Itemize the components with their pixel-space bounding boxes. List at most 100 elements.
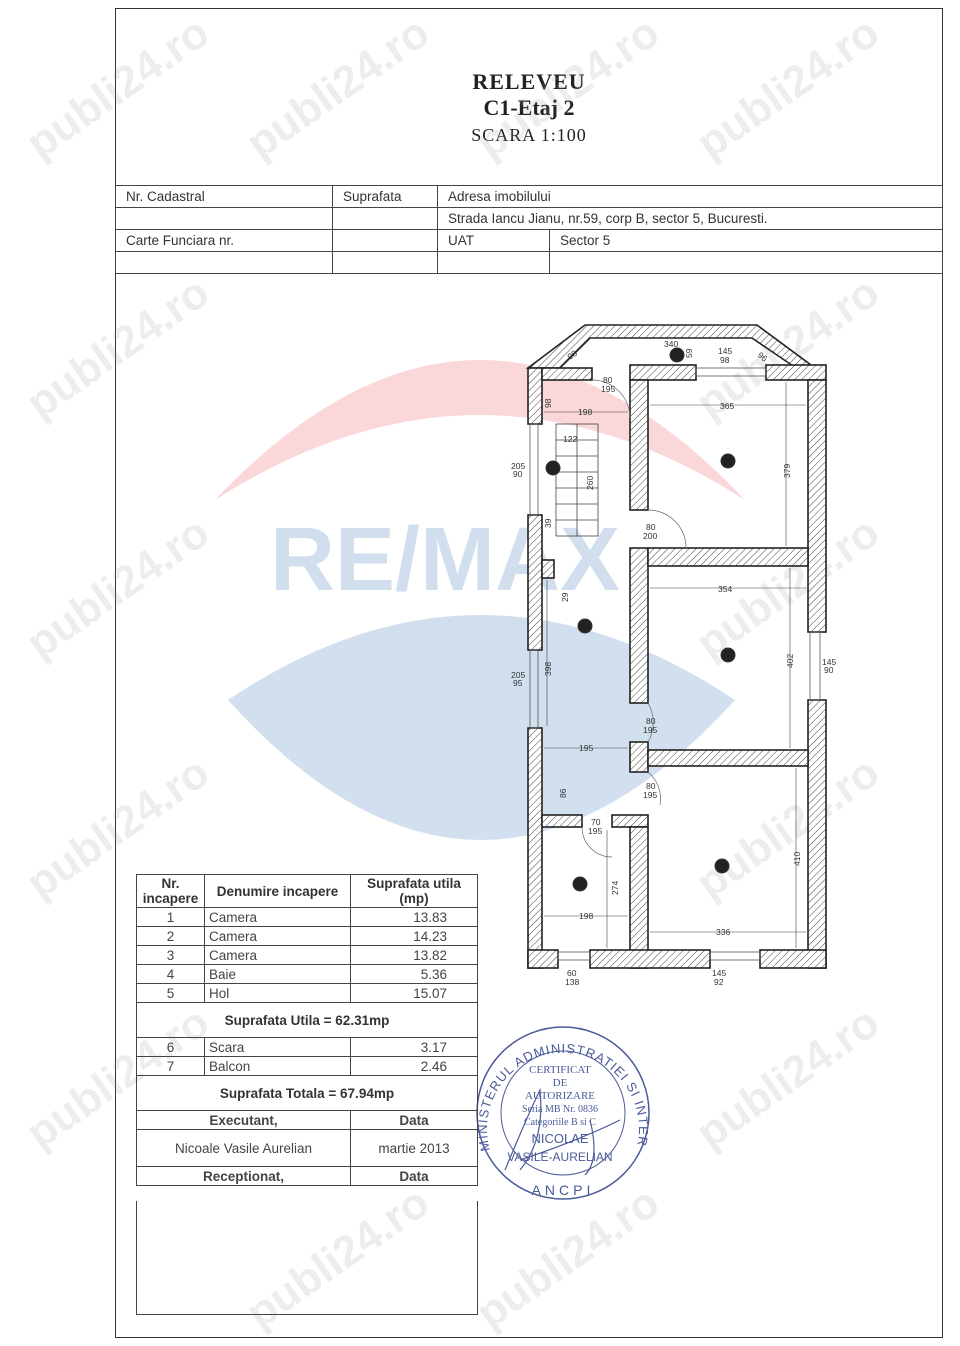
svg-text:80: 80 [646,716,656,726]
svg-text:90: 90 [824,665,834,675]
room-number-markers [545,347,736,892]
svg-text:145: 145 [822,657,836,667]
property-header-table: Nr. Cadastral Suprafata Adresa imobilulu… [115,185,943,274]
col-header-denumire: Denumire incapere [204,874,351,908]
room-number-2: 2 [725,648,732,662]
svg-text:70: 70 [591,817,601,827]
svg-text:379: 379 [782,464,792,478]
svg-text:205: 205 [511,670,525,680]
executant-date: martie 2013 [350,1129,478,1167]
suprafata-label: Suprafata [332,185,438,208]
svg-text:92: 92 [714,977,724,987]
svg-text:ANCPI: ANCPI [532,1182,595,1198]
room-number-3: 3 [719,859,726,873]
svg-text:publi24.ro: publi24.ro [688,997,888,1158]
suprafata-totala: Suprafata Totala = 67.94mp [136,1075,478,1111]
reception-signature-box [136,1201,478,1315]
svg-text:195: 195 [579,743,593,753]
adresa-value: Strada Iancu Jianu, nr.59, corp B, secto… [437,207,943,230]
room-number-7: 7 [674,348,681,362]
svg-text:274: 274 [610,881,620,895]
svg-text:145: 145 [712,968,726,978]
dim-balcony-depth: 59 [684,348,694,358]
svg-text:138: 138 [565,977,579,987]
remax-watermark-text: RE/MAX [270,510,620,610]
svg-text:60: 60 [567,968,577,978]
dim-balcony-width: 340 [664,339,678,349]
signature [504,1087,621,1176]
carte-funciara-label: Carte Funciara nr. [115,229,333,252]
svg-text:365: 365 [720,401,734,411]
room-number-1: 1 [725,454,732,468]
suprafata-utila-total: Suprafata Utila = 62.31mp [136,1002,478,1038]
svg-text:98: 98 [720,355,730,365]
rooms-table: Nr. incapere Denumire incapere Suprafata… [136,874,478,1186]
svg-text:Seria MB Nr. 0836: Seria MB Nr. 0836 [522,1104,598,1115]
svg-text:39: 39 [543,518,553,528]
svg-text:CERTIFICAT: CERTIFICAT [529,1064,591,1076]
document-title: RELEVEU [472,69,586,94]
svg-text:86: 86 [558,788,568,798]
room-number-5: 5 [582,619,589,633]
svg-text:122: 122 [563,434,577,444]
document-subtitle: C1-Etaj 2 [483,95,575,120]
svg-text:NICOLAE: NICOLAE [531,1131,588,1146]
svg-text:80: 80 [646,781,656,791]
svg-text:VASILE-AURELIAN: VASILE-AURELIAN [507,1150,612,1164]
svg-text:publi24.ro: publi24.ro [688,7,888,168]
svg-text:publi24.ro: publi24.ro [468,7,668,168]
svg-text:195: 195 [588,826,602,836]
svg-text:DE: DE [553,1077,568,1089]
svg-text:90: 90 [513,469,523,479]
svg-text:195: 195 [643,790,657,800]
executant-name: Nicoale Vasile Aurelian [136,1129,351,1167]
svg-text:336: 336 [716,927,730,937]
svg-text:publi24.ro: publi24.ro [18,7,218,168]
svg-text:145: 145 [718,346,732,356]
staircase [555,423,599,537]
room-number-6: 6 [550,461,557,475]
receptionat-label: Receptionat, [136,1166,351,1186]
svg-text:publi24.ro: publi24.ro [688,747,888,908]
svg-text:260: 260 [585,476,595,490]
svg-text:354: 354 [718,584,732,594]
svg-text:29: 29 [560,592,570,602]
col-header-suprafata: Suprafata utila (mp) [350,874,478,908]
svg-text:198: 198 [578,407,592,417]
executant-label: Executant, [136,1110,351,1130]
windows [529,367,821,961]
document-frame: RELEVEU C1-Etaj 2 SCARA 1:100 [115,8,943,1338]
room-number-4: 4 [577,877,584,891]
svg-text:205: 205 [511,461,525,471]
svg-text:80: 80 [646,522,656,532]
svg-text:195: 195 [601,384,615,394]
svg-text:402: 402 [785,654,795,668]
svg-text:publi24.ro: publi24.ro [468,1177,668,1338]
svg-text:publi24.ro: publi24.ro [18,267,218,428]
svg-text:200: 200 [643,531,657,541]
dimension-lines [544,382,806,948]
svg-text:publi24.ro: publi24.ro [18,507,218,668]
dimension-labels: 340 59 145 98 98 96 80 195 98 198 365 37… [511,339,836,987]
door-swings [581,379,687,858]
remax-watermark-logo: RE/MAX [215,360,745,840]
svg-text:80: 80 [603,375,613,385]
svg-text:398: 398 [543,662,553,676]
svg-text:Categoriile B si C: Categoriile B si C [524,1117,596,1128]
scale-label: SCARA 1:100 [471,125,587,145]
svg-text:95: 95 [513,678,523,688]
svg-text:98: 98 [543,398,553,408]
svg-text:198: 198 [579,911,593,921]
data-label: Data [350,1110,478,1130]
svg-text:publi24.ro: publi24.ro [238,7,438,168]
col-header-nr: Nr. incapere [136,874,205,908]
svg-text:AUTORIZARE: AUTORIZARE [525,1090,595,1102]
svg-text:195: 195 [643,725,657,735]
svg-text:410: 410 [792,852,802,866]
